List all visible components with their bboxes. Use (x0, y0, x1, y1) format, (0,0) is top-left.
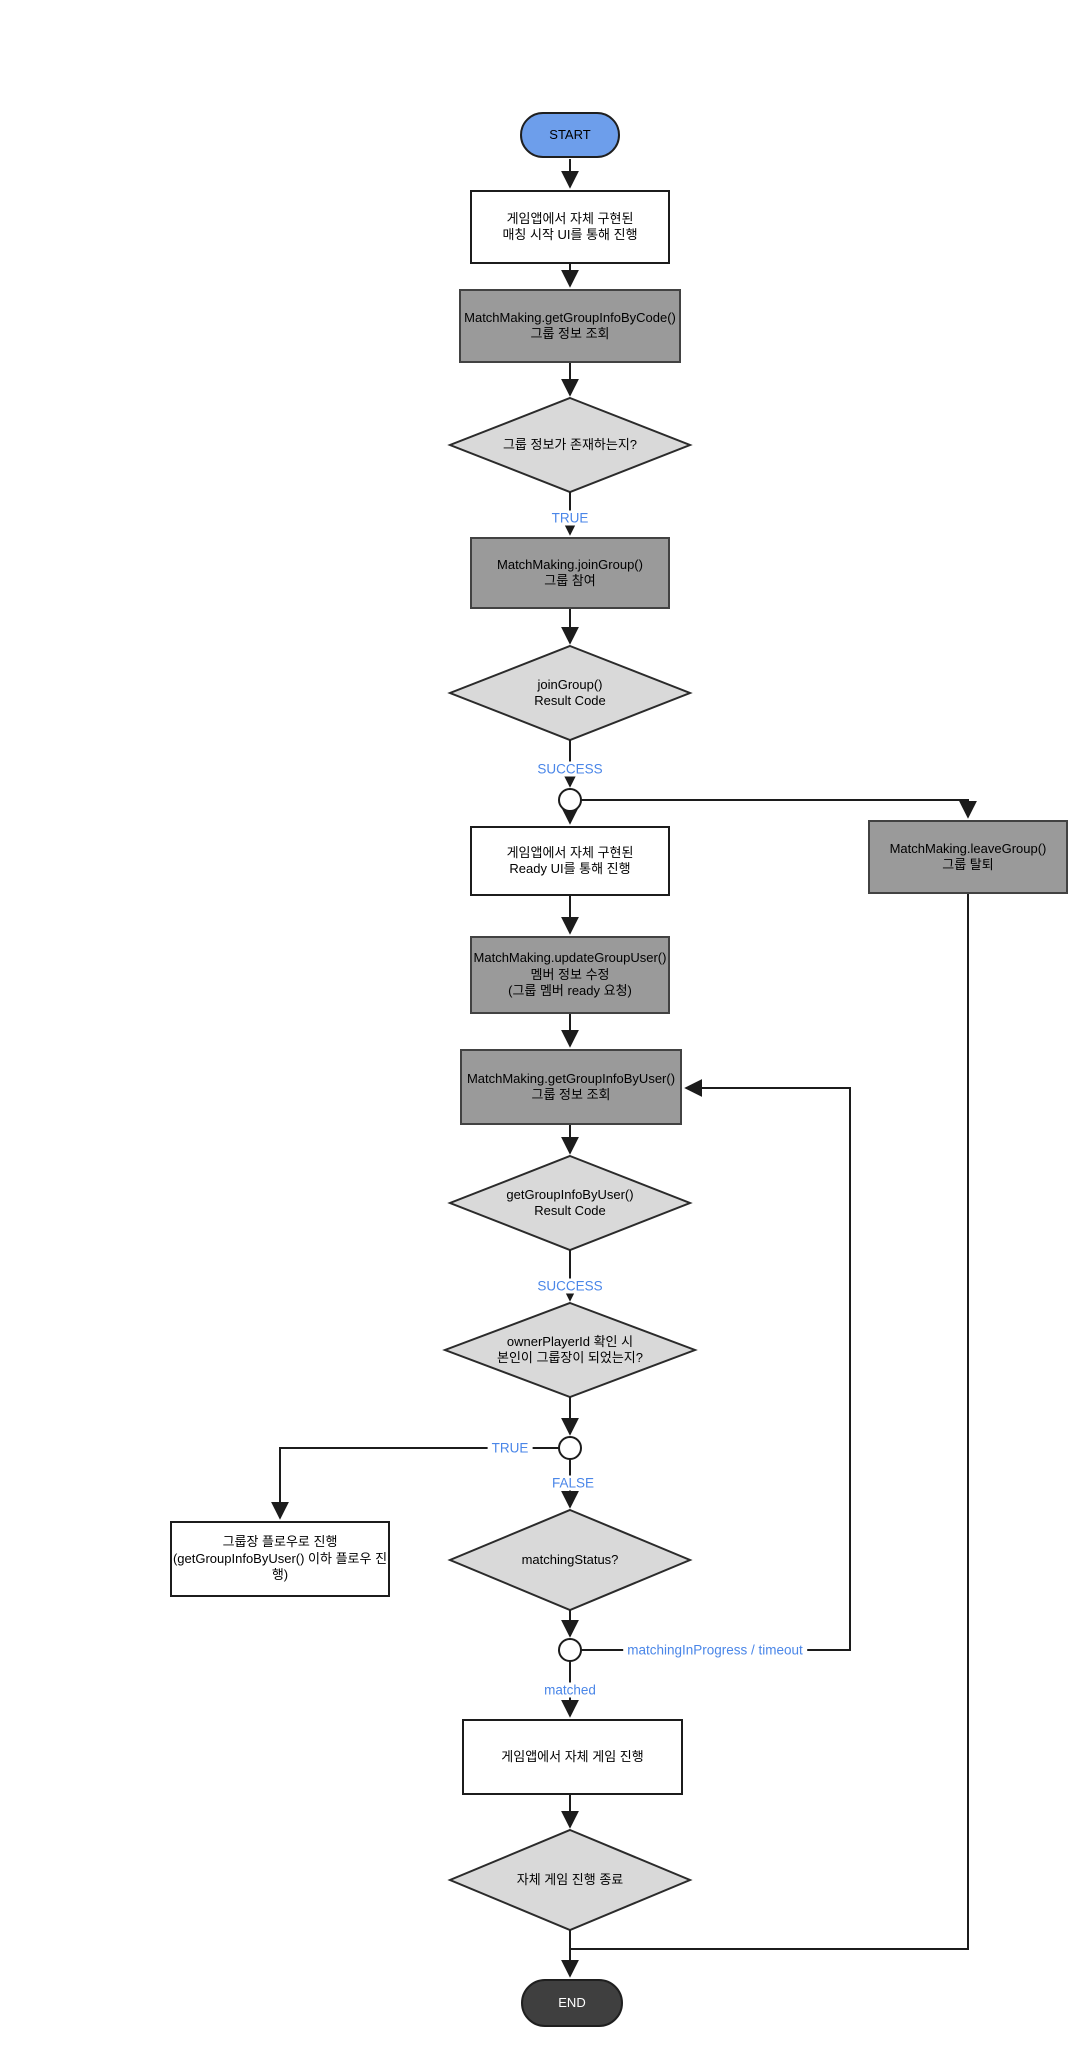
edge-label-true-1: TRUE (547, 510, 593, 526)
api-leave-group-line2: 그룹 탈퇴 (942, 857, 994, 872)
edge-label-success-1: SUCCESS (533, 761, 607, 777)
connector-circle-after-join (558, 788, 582, 812)
process-owner-flow-line1: 그룹장 플로우로 진행 (222, 1534, 338, 1550)
edge-leavegroup-to-join (571, 894, 969, 1950)
start-label: START (549, 126, 591, 142)
process-game-play: 게임앱에서 자체 게임 진행 (462, 1719, 683, 1795)
api-get-group-info-by-code-line1: MatchMaking.getGroupInfoByCode() (464, 309, 676, 325)
edge-label-matched: matched (540, 1682, 600, 1698)
decision-matching-status (447, 1508, 693, 1612)
end-node: END (521, 1979, 623, 2027)
decision-owner-check (442, 1301, 698, 1399)
edge-label-success-2: SUCCESS (533, 1278, 607, 1294)
api-get-group-info-by-code-line2: 그룹 정보 조회 (530, 326, 610, 341)
decision-game-end (447, 1828, 693, 1932)
api-join-group-line1: MatchMaking.joinGroup() (497, 556, 643, 572)
api-update-group-user-line3: (그룹 멤버 ready 요청) (508, 983, 632, 999)
process-ready-ui: 게임앱에서 자체 구현된 Ready UI를 통해 진행 (470, 826, 670, 896)
api-get-group-info-by-user-line2: 그룹 정보 조회 (531, 1087, 611, 1102)
edge-label-false-1: FALSE (547, 1475, 599, 1491)
api-leave-group: MatchMaking.leaveGroup() 그룹 탈퇴 (868, 820, 1068, 894)
api-get-group-info-by-code: MatchMaking.getGroupInfoByCode() 그룹 정보 조… (459, 289, 681, 363)
process-start-ui-line1: 게임앱에서 자체 구현된 (506, 210, 634, 226)
process-ready-ui-line2: Ready UI를 통해 진행 (509, 861, 631, 876)
api-join-group: MatchMaking.joinGroup() 그룹 참여 (470, 537, 670, 609)
connector-circle-owner-branch (558, 1436, 582, 1460)
edge-label-matching-in-progress: matchingInProgress / timeout (623, 1642, 807, 1658)
api-leave-group-line1: MatchMaking.leaveGroup() (889, 840, 1047, 856)
decision-get-group-info-by-user-result (447, 1154, 693, 1252)
edge-circle2-true-to-ownerflow (271, 1447, 559, 1520)
api-join-group-line2: 그룹 참여 (544, 573, 596, 588)
start-node: START (520, 112, 620, 158)
decision-join-group-result (447, 644, 693, 742)
process-owner-flow: 그룹장 플로우로 진행 (getGroupInfoByUser() 이하 플로우… (170, 1521, 390, 1597)
api-get-group-info-by-user-line1: MatchMaking.getGroupInfoByUser() (466, 1070, 676, 1086)
decision-group-exists (447, 396, 693, 494)
api-update-group-user: MatchMaking.updateGroupUser() 멤버 정보 수정 (… (470, 936, 670, 1014)
end-label: END (558, 1994, 586, 2010)
api-update-group-user-line2: 멤버 정보 수정 (530, 966, 610, 982)
api-update-group-user-line1: MatchMaking.updateGroupUser() (473, 950, 667, 966)
api-get-group-info-by-user: MatchMaking.getGroupInfoByUser() 그룹 정보 조… (460, 1049, 682, 1125)
process-game-play-line1: 게임앱에서 자체 게임 진행 (501, 1748, 644, 1764)
process-start-ui: 게임앱에서 자체 구현된 매칭 시작 UI를 통해 진행 (470, 190, 670, 264)
process-ready-ui-line1: 게임앱에서 자체 구현된 (506, 844, 634, 860)
edge-label-true-2: TRUE (487, 1440, 533, 1456)
process-owner-flow-line2: (getGroupInfoByUser() 이하 플로우 진행) (172, 1550, 388, 1583)
connector-circle-matching-branch (558, 1638, 582, 1662)
edge-circle1-to-leavegroup (581, 799, 977, 819)
process-start-ui-line2: 매칭 시작 UI를 통해 진행 (502, 227, 638, 242)
